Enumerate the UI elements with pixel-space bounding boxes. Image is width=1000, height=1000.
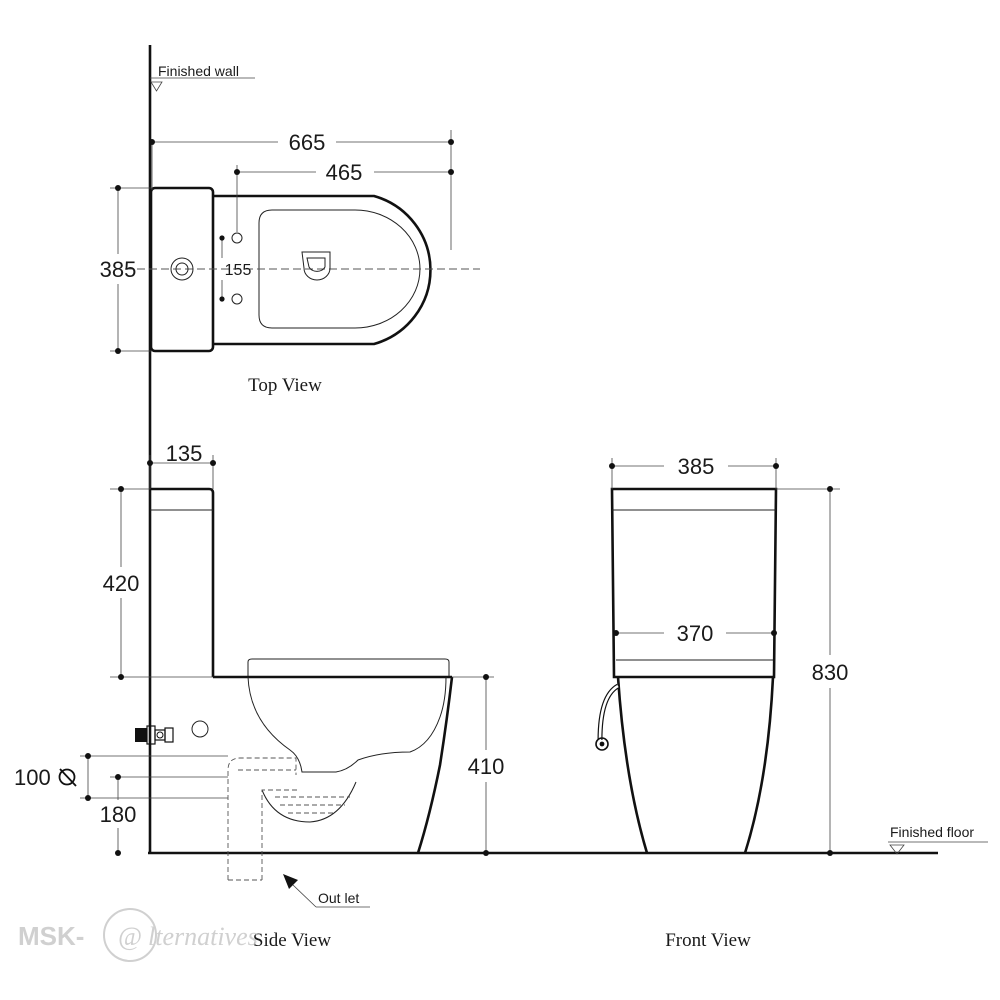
top-view-bowl-rim bbox=[258, 209, 421, 329]
dim-side-tank-depth: 135 bbox=[147, 441, 216, 489]
outlet-label: Out let bbox=[318, 890, 359, 906]
dim-side-tank-height: 420 bbox=[103, 486, 213, 680]
water-inlet-inner bbox=[175, 262, 189, 276]
outlet-arrow-icon bbox=[283, 874, 370, 908]
watermark-brand: MSK- bbox=[18, 921, 84, 951]
dim-side-seat-height: 410 bbox=[452, 674, 504, 856]
dim-side-tank-height-value: 420 bbox=[103, 571, 140, 596]
dim-side-outlet-diameter: 100 bbox=[14, 753, 228, 801]
dim-top-width-value: 385 bbox=[100, 257, 137, 282]
dim-top-overall-length-value: 665 bbox=[289, 130, 326, 155]
finished-wall-label: Finished wall bbox=[158, 63, 239, 79]
dim-top-bowl-length: 465 bbox=[234, 160, 454, 232]
water-inlet-outer bbox=[170, 257, 194, 281]
finished-floor-label: Finished floor bbox=[890, 824, 974, 840]
dim-top-fixing-spacing-value: 155 bbox=[225, 262, 252, 279]
side-view-bowl-inner bbox=[247, 676, 447, 773]
diameter-symbol-icon bbox=[58, 768, 77, 787]
fixing-hole-bottom bbox=[231, 293, 243, 305]
side-view bbox=[135, 487, 454, 881]
top-view-caption: Top View bbox=[248, 375, 322, 396]
front-view-bowl-left bbox=[616, 676, 649, 854]
dim-top-width: 385 bbox=[100, 185, 152, 354]
dim-side-tank-depth-value: 135 bbox=[166, 441, 203, 466]
dim-front-base-width: 370 bbox=[613, 621, 777, 646]
top-view bbox=[125, 186, 480, 353]
side-view-fixing-hole bbox=[191, 720, 209, 738]
drain-outlet-outer bbox=[301, 251, 331, 281]
dim-front-base-width-value: 370 bbox=[677, 621, 714, 646]
dim-top-overall-length: 665 bbox=[149, 130, 454, 250]
front-view-bowl-right bbox=[743, 676, 775, 854]
side-view-valve bbox=[135, 725, 174, 745]
side-view-bowl-front bbox=[416, 676, 454, 854]
front-view-caption: Front View bbox=[665, 930, 751, 951]
dim-top-bowl-length-value: 465 bbox=[326, 160, 363, 185]
fixing-hole-top bbox=[231, 232, 243, 244]
watermark-at: @ bbox=[118, 922, 142, 951]
finished-floor-marker: Finished floor bbox=[888, 824, 988, 855]
front-view bbox=[595, 487, 778, 854]
drain-outlet-inner bbox=[306, 257, 326, 272]
dim-front-tank-width-value: 385 bbox=[678, 454, 715, 479]
finished-wall-marker: Finished wall bbox=[150, 63, 255, 92]
side-view-caption: Side View bbox=[253, 930, 331, 951]
side-view-tank bbox=[150, 487, 215, 677]
dim-front-total-height: 830 bbox=[776, 486, 848, 856]
side-view-seat bbox=[247, 658, 450, 677]
dim-front-total-height-value: 830 bbox=[812, 660, 849, 685]
side-view-trap bbox=[261, 781, 357, 823]
side-view-outlet-pipe bbox=[227, 757, 297, 880]
dim-side-outlet-height: 180 bbox=[100, 774, 228, 856]
dim-side-seat-height-value: 410 bbox=[468, 754, 505, 779]
dim-front-tank-width: 385 bbox=[609, 454, 779, 489]
brand-watermark: MSK- @ lternatives bbox=[18, 908, 258, 962]
dim-top-fixing-spacing: 155 bbox=[219, 235, 252, 302]
dim-side-outlet-diameter-value: 100 bbox=[14, 765, 51, 790]
top-view-bowl bbox=[213, 194, 432, 346]
watermark-script: lternatives bbox=[148, 922, 258, 951]
dim-side-outlet-height-value: 180 bbox=[100, 802, 137, 827]
top-view-tank bbox=[149, 186, 215, 353]
front-view-hose bbox=[595, 683, 620, 751]
front-view-tank bbox=[610, 487, 778, 679]
